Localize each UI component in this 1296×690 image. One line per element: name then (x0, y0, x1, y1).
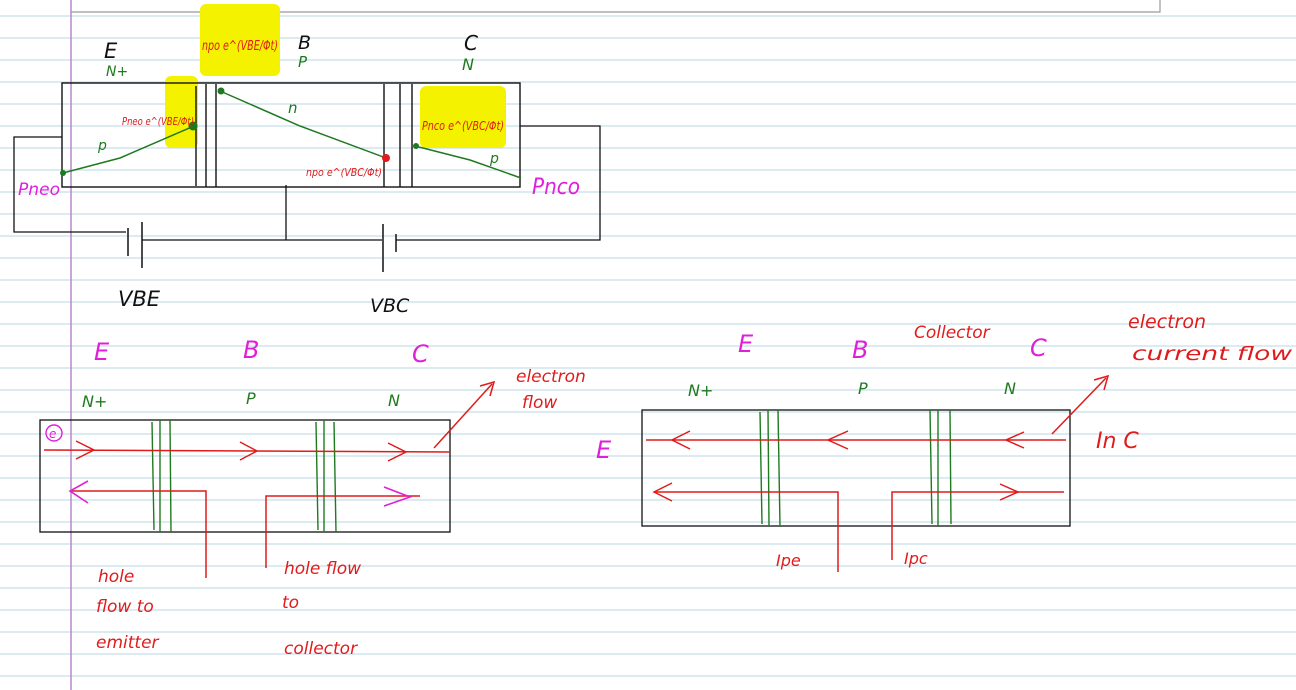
right-electron-arrowhead-3 (1004, 431, 1025, 449)
right-electron-arrowhead-2 (826, 430, 849, 450)
right-electron-current-pointer (1051, 377, 1107, 435)
left-electron-flow-pointer (433, 383, 493, 449)
emitter-hole-profile (62, 125, 195, 174)
hole-collector-line2: to (282, 593, 299, 613)
highlight-collector-boundary (420, 86, 506, 148)
emitter-left-dot (60, 170, 66, 176)
right-equilibrium-label: Pnco (532, 175, 580, 200)
emitter-boundary-expr: Pneo e^(VBE/Φt) (122, 115, 194, 128)
electron-symbol-circle (45, 424, 63, 442)
left-device-box (39, 419, 451, 533)
base-electron-profile (219, 90, 387, 159)
right-collector-word: Collector (914, 323, 991, 343)
left-npn-diagram: E B C N+ P N e electron flow hole flow t… (39, 336, 586, 659)
in-c-label: In C (1096, 429, 1139, 454)
left-junction-1c (169, 419, 172, 533)
device-box (61, 82, 521, 188)
right-e-label: E (738, 330, 754, 358)
top-bjt-diagram: E N+ B P C N p n p Pneo e^(VBE/Φt) npo e… (13, 4, 601, 317)
left-b-label: B (243, 336, 259, 364)
right-hole-emitter-arrowhead (652, 482, 673, 502)
vbc-label: VBC (370, 295, 410, 317)
base-right-dot (382, 154, 390, 162)
ipc-label: Ipc (904, 549, 928, 568)
right-c-label: C (1030, 334, 1047, 362)
top-emitter-letter: E (104, 39, 118, 63)
top-base-type: P (298, 53, 308, 71)
left-electron-arrowhead-2 (239, 441, 259, 461)
top-base-letter: B (298, 32, 311, 54)
left-equilibrium-label: Pneo (18, 180, 60, 200)
top-box-edge (71, 0, 1161, 13)
right-e-type: N+ (688, 381, 713, 400)
base-profile-label: n (288, 99, 298, 117)
top-collector-type: N (462, 55, 474, 74)
hole-collector-line1: hole flow (284, 559, 361, 579)
right-junction-1c (777, 409, 781, 527)
left-hole-emitter-arrowhead (68, 480, 89, 504)
collector-hole-profile (414, 145, 522, 179)
right-junction-1b (767, 409, 770, 527)
right-junction-2a (929, 409, 933, 525)
left-electron-arrowhead-3 (387, 442, 408, 462)
emitter-boundary-dot (188, 121, 198, 131)
left-hole-collector-arrowhead (383, 486, 413, 507)
left-hole-emitter-flow (70, 490, 207, 578)
left-electron-flow-line2: flow (522, 393, 557, 413)
right-side-e-label: E (596, 436, 612, 464)
highlight-emitter-boundary (165, 76, 198, 148)
circuit-wire-mid (142, 185, 382, 241)
vbe-label: VBE (118, 287, 161, 311)
right-device-box (641, 409, 1071, 527)
right-electron-current-pointer-head (1093, 374, 1110, 391)
right-c-type: N (1004, 379, 1016, 398)
top-emitter-type: N+ (106, 64, 128, 80)
right-electron-current-line2: current flow (1132, 343, 1293, 365)
collector-boundary-dot (413, 143, 419, 149)
highlight-base-boundary (200, 4, 280, 76)
top-collector-letter: C (464, 31, 478, 55)
circuit-wire-left (13, 136, 126, 233)
left-junction-2a (315, 421, 319, 531)
hole-emitter-line3: emitter (96, 633, 160, 653)
hole-emitter-line2: flow to (96, 597, 154, 617)
right-electron-current-line1: electron (1128, 311, 1206, 333)
circuit-wire-right (396, 125, 601, 241)
left-electron-flow-pointer-head (479, 380, 496, 397)
base-left-dot (217, 87, 225, 95)
right-b-type: P (858, 379, 868, 398)
right-junction-2c (949, 409, 952, 525)
hole-collector-line3: collector (284, 639, 358, 659)
right-hole-collector-flow (891, 491, 1064, 560)
hole-emitter-line1: hole (98, 567, 134, 587)
right-npn-diagram: E B Collector C N+ P N E electron curren… (596, 311, 1293, 572)
right-hole-collector-arrowhead (999, 483, 1020, 501)
left-electron-flow-line (43, 449, 451, 453)
left-electron-flow-line1: electron (516, 367, 586, 387)
left-b-type: P (246, 389, 256, 408)
left-e-type: N+ (82, 392, 107, 411)
left-c-type: N (388, 391, 400, 410)
left-junction-2c (333, 421, 337, 533)
left-e-label: E (94, 338, 110, 366)
right-electron-arrowhead-1 (670, 430, 691, 450)
right-hole-emitter-flow (654, 491, 839, 572)
collector-boundary-expr: Pnco e^(VBC/Φt) (422, 119, 504, 133)
left-junction-1a (151, 421, 155, 531)
base-left-boundary-expr: npo e^(VBE/Φt) (202, 39, 278, 54)
left-hole-collector-flow (265, 495, 420, 568)
left-electron-arrowhead-1 (75, 440, 96, 460)
emitter-profile-label: p (97, 138, 107, 154)
electron-symbol: e (49, 427, 56, 441)
right-junction-1a (759, 411, 763, 525)
ipe-label: Ipe (776, 551, 801, 570)
left-c-label: C (412, 340, 429, 368)
right-b-label: B (852, 336, 868, 364)
base-right-boundary-expr: npo e^(VBC/Φt) (306, 166, 382, 179)
collector-profile-label: p (489, 151, 499, 167)
